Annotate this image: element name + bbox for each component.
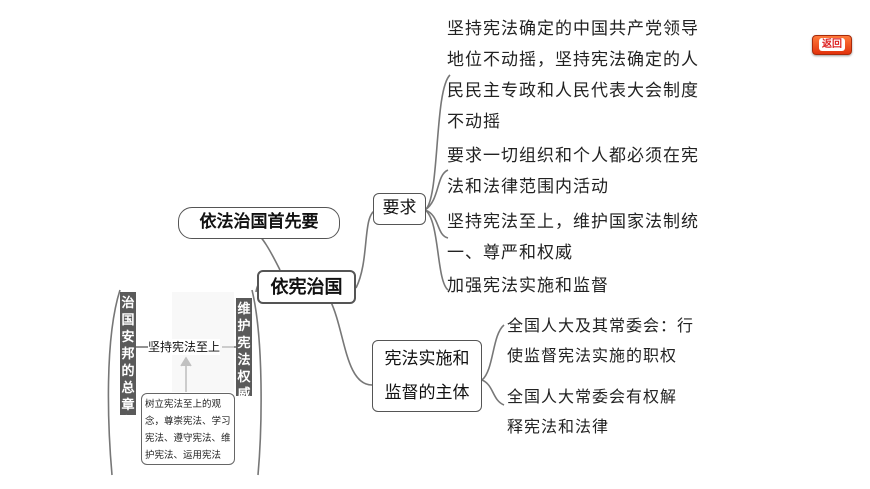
connector-req-2 [424,169,449,211]
requirement-2-line-1: 要求一切组织和个人都必须在宪 [447,146,699,166]
requirement-3-line-1: 坚持宪法至上，维护国家法制统 [447,212,699,232]
requirement-2-line-2: 法和法律范围内活动 [447,177,609,197]
subjects-line-1: 宪法实施和 [384,349,470,369]
center-label-text: 坚持宪法至上 [148,340,221,354]
requirement-1-line-2: 地位不动摇，坚持宪法确定的人 [447,50,699,70]
connector-sub-1 [481,324,505,381]
note-line-2: 念，尊崇宪法、学习 [145,416,231,427]
subject-2-line-1: 全国人大常委会有权解 [507,387,678,406]
subject-item-2: 全国人大常委会有权解 释宪法和法律 [507,382,747,442]
note-label: 依法治国首先要 [199,212,319,232]
connector-req-1 [424,74,451,211]
requirement-item-4: 加强宪法实施和监督 [447,271,737,302]
return-button[interactable]: 返回 [812,35,852,55]
central-label: 依宪治国 [270,277,343,298]
branch-requirements: 要求 [373,193,426,225]
authority-label: 维护宪法权威 [237,302,251,402]
requirement-item-1: 坚持宪法确定的中国共产党领导 地位不动摇，坚持宪法确定的人 民民主专政和人民代表… [447,14,737,138]
connector-requirements [355,209,377,289]
connector-sub-2 [481,379,505,406]
branch-subjects: 宪法实施和 监督的主体 [372,340,482,412]
left-panel-bar-authority: 维护宪法权威 [236,298,252,402]
requirements-label: 要求 [382,198,417,218]
left-panel-note-box: 树立宪法至上的观 念，尊崇宪法、学习 宪法、遵守宪法、维 护宪法、运用宪法 [141,393,235,465]
note-box-first-step: 依法治国首先要 [178,207,340,239]
subject-1-line-1: 全国人大及其常委会：行 [507,316,695,335]
requirement-3-line-2: 一、尊严和权威 [447,243,573,263]
left-panel-center-label: 坚持宪法至上 [148,339,221,355]
central-node: 依宪治国 [257,270,356,304]
return-label: 返回 [819,38,845,51]
left-panel-bar-charter: 治国安邦的总章程 [120,292,136,430]
note-line-4: 护宪法、运用宪法 [145,450,222,461]
requirement-1-line-4: 不动摇 [447,112,501,132]
subject-item-1: 全国人大及其常委会：行 使监督宪法实施的职权 [507,311,747,371]
requirement-item-3: 坚持宪法至上，维护国家法制统 一、尊严和权威 [447,207,737,269]
connector-req-4 [424,209,449,291]
requirement-1-line-3: 民民主专政和人民代表大会制度 [447,81,699,101]
subject-2-line-2: 释宪法和法律 [507,417,610,436]
charter-label: 治国安邦的总章程 [121,296,135,430]
left-panel-curve-left [107,289,121,476]
note-line-1: 树立宪法至上的观 [145,399,222,410]
left-panel-curve-right [251,289,262,476]
subject-1-line-2: 使监督宪法实施的职权 [507,346,678,365]
connector-subjects [329,299,373,386]
connector-req-3 [424,209,449,239]
requirement-1-line-1: 坚持宪法确定的中国共产党领导 [447,19,699,39]
note-line-3: 宪法、遵守宪法、维 [145,433,231,444]
requirement-4-line-1: 加强宪法实施和监督 [447,276,609,296]
requirement-item-2: 要求一切组织和个人都必须在宪 法和法律范围内活动 [447,141,737,203]
subjects-line-2: 监督的主体 [384,383,470,403]
